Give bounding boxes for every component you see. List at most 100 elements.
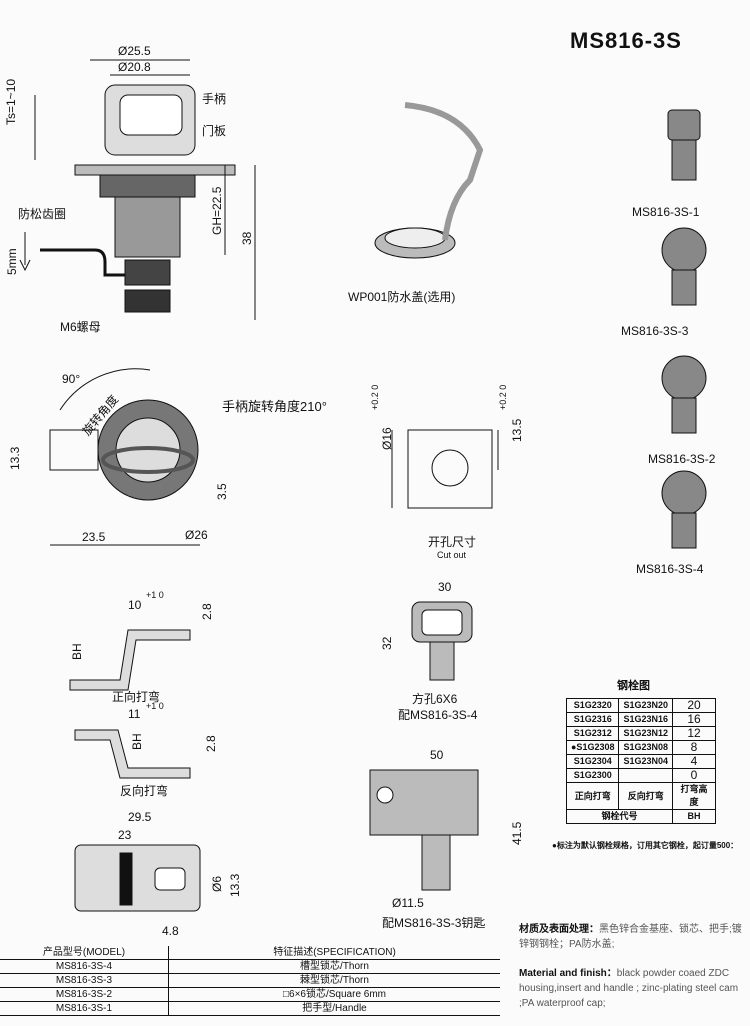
dim-cutout-w-tol: +0.2 0	[498, 384, 508, 410]
cell: 20	[672, 698, 716, 713]
cell: S1G2316	[565, 712, 620, 727]
cutout-label: 开孔尺寸	[428, 535, 477, 549]
cell: 12	[672, 726, 716, 741]
dim-key2-h: 41.5	[510, 821, 524, 845]
dim-cutout-d-tol: +0.2 0	[370, 384, 380, 410]
cell: 把手型/Handle	[168, 1001, 500, 1016]
label-ring: 防松齿圈	[18, 207, 67, 221]
dim-cutout-w: 13.5	[510, 418, 524, 442]
material-en-text: black powder coaed ZDC housing,insert an…	[519, 968, 739, 1009]
dim-plate-l1: 29.5	[128, 810, 152, 824]
dim-13-3: 13.3	[8, 446, 22, 470]
variant-images	[661, 109, 707, 549]
key-drawings	[369, 601, 479, 891]
header-cell: 钢栓代号	[566, 809, 673, 824]
side-view-drawing	[19, 59, 256, 320]
key-thorn-label: 配MS816-3S-3钥匙	[382, 916, 486, 930]
dim-angle: 90°	[62, 372, 81, 386]
dim-23-5: 23.5	[82, 530, 106, 544]
dim-d20: Ø20.8	[118, 60, 151, 74]
dim-key-w: 30	[438, 580, 452, 594]
dim-3-5: 3.5	[215, 483, 229, 500]
table-header-row: 正向打弯反向打弯打弯高度	[565, 782, 716, 810]
dim-plate-l2: 23	[118, 828, 132, 842]
header-cell: 正向打弯	[565, 782, 620, 810]
cell: S1G23N16	[618, 712, 673, 727]
cam-forward-label: 正向打弯	[112, 690, 161, 704]
cell: □6×6锁芯/Square 6mm	[168, 987, 500, 1002]
cell: S1G2300	[565, 768, 620, 783]
dim-gh: GH=22.5	[210, 186, 224, 235]
header-cell: 特征描述(SPECIFICATION)	[168, 946, 500, 960]
front-view-drawing	[49, 368, 200, 546]
dim-cutout-d: Ø16	[380, 427, 394, 450]
dim-38: 38	[240, 231, 254, 245]
cutout-drawing	[391, 429, 499, 509]
cell: 4	[672, 754, 716, 769]
material-en-label: Material and finish：	[519, 968, 617, 979]
variant-label: MS816-3S-3	[621, 324, 689, 338]
cam-reverse-label: 反向打弯	[120, 784, 169, 798]
table-header-row: 产品型号(MODEL)特征描述(SPECIFICATION)	[0, 946, 500, 960]
cell: MS816-3S-1	[0, 1001, 169, 1016]
dim-cam-len: 11	[128, 707, 141, 721]
cell: S1G23N08	[618, 740, 673, 755]
waterproof-cap-drawing	[374, 102, 484, 259]
variant-label: MS816-3S-4	[636, 562, 704, 576]
cell: ●S1G2308	[565, 740, 620, 755]
label-handle-rotation: 手柄旋转角度210°	[222, 399, 327, 414]
cell	[618, 768, 673, 783]
spec-table: 产品型号(MODEL)特征描述(SPECIFICATION) MS816-3S-…	[0, 946, 500, 1016]
key-square-label: 方孔6X6	[412, 692, 458, 706]
page-title: MS816-3S	[570, 28, 682, 53]
cap-label: WP001防水盖(选用)	[348, 290, 456, 304]
label-handle: 手柄	[202, 92, 227, 106]
material-cn-text: 黑色锌合金基座、锁芯、把手;镀锌钢钢栓；PA防水盖;	[519, 924, 742, 950]
cell: 槽型锁芯/Thorn	[168, 959, 500, 974]
header-cell: BH	[672, 809, 716, 824]
bolt-note: ●标注为默认钢栓规格，订用其它钢栓，起订量500：	[552, 841, 739, 850]
cell: MS816-3S-4	[0, 959, 169, 974]
cell: 0	[672, 768, 716, 783]
dim-key2-d: Ø11.5	[392, 896, 424, 910]
label-door: 门板	[202, 124, 227, 138]
cell: 棘型锁芯/Thorn	[168, 973, 500, 988]
dim-d26: Ø26	[185, 528, 208, 542]
cell: MS816-3S-3	[0, 973, 169, 988]
dim-d25: Ø25.5	[118, 44, 151, 58]
dim-cam-tol: +1 0	[146, 590, 164, 600]
cutout-label-en: Cut out	[437, 550, 467, 560]
cell: MS816-3S-2	[0, 987, 169, 1002]
cell: S1G2312	[565, 726, 620, 741]
dim-cam-tol: +1 0	[146, 701, 164, 711]
table-row: MS816-3S-2□6×6锁芯/Square 6mm	[0, 987, 500, 1002]
material-en: Material and finish：black powder coaed Z…	[519, 966, 744, 1011]
dim-plate-w: 4.8	[162, 924, 179, 938]
header-cell: 打弯高度	[672, 782, 716, 810]
cam-drawings	[69, 629, 201, 912]
cell: S1G2304	[565, 754, 620, 769]
dim-cam-t: 2.8	[204, 735, 218, 752]
header-cell: 产品型号(MODEL)	[0, 946, 169, 960]
cell: S1G23N20	[618, 698, 673, 713]
cell: 16	[672, 712, 716, 727]
header-cell: 反向打弯	[618, 782, 673, 810]
dim-cam-len: 10	[128, 598, 142, 612]
dim-bh: BH	[70, 643, 84, 660]
table-row: S1G2300 0	[565, 768, 716, 783]
label-ts: Ts=1~10	[4, 78, 18, 125]
material-cn-label: 材质及表面处理：	[519, 924, 599, 935]
dim-bh: BH	[130, 733, 144, 750]
dim-5mm: 5mm	[5, 248, 19, 275]
label-nut: M6螺母	[60, 320, 101, 334]
cell: S1G23N04	[618, 754, 673, 769]
